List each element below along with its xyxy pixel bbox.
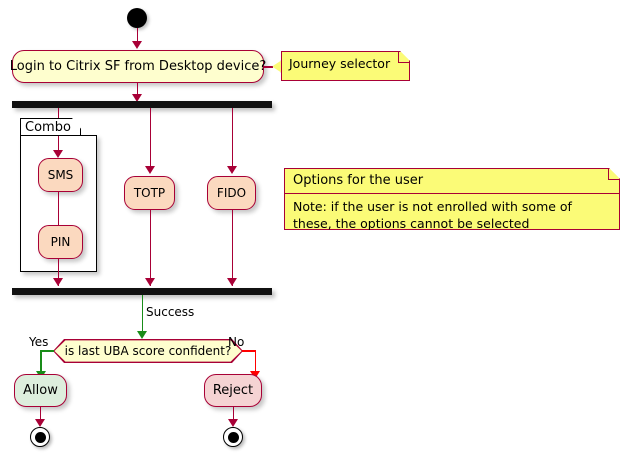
note-options-title: Options for the user	[285, 169, 619, 194]
edge-join-to-decision-arrow	[137, 331, 147, 339]
edge-allow-to-end-line	[39, 407, 41, 422]
edge-no-horizontal	[242, 350, 256, 352]
note-options-for-user: Options for the user Note: if the user i…	[284, 168, 620, 230]
edge-pin-to-join-line	[57, 259, 59, 286]
edge-fork-to-fido-line	[231, 108, 233, 168]
edge-start-to-question-arrow	[132, 41, 142, 49]
activity-allow-label: Allow	[23, 383, 58, 398]
activity-reject[interactable]: Reject	[204, 374, 262, 407]
edge-join-to-decision-line	[141, 295, 143, 333]
activity-sms[interactable]: SMS	[38, 158, 83, 192]
activity-reject-label: Reject	[212, 383, 254, 398]
fork-bar	[12, 101, 272, 108]
edge-yes-vertical	[40, 350, 42, 376]
note-journey-anchor	[272, 60, 282, 73]
edge-fork-to-fido-arrow	[227, 166, 237, 174]
decision-label-wrap: is last UBA score confident?	[54, 340, 241, 361]
edge-reject-to-end-line	[232, 407, 234, 422]
partition-combo-tab: Combo	[20, 118, 81, 136]
edge-question-to-fork-line	[136, 83, 138, 97]
note-options-body: Note: if the user is not enrolled with s…	[293, 199, 572, 231]
decision-uba-score[interactable]: is last UBA score confident?	[53, 339, 243, 363]
edge-label-success: Success	[146, 305, 195, 319]
note-options-fold-corner-icon	[608, 169, 619, 180]
edge-start-to-question-line	[136, 28, 138, 42]
edge-yes-horizontal	[40, 350, 54, 352]
note-journey-selector-body: Journey selector	[289, 56, 391, 71]
edge-fork-to-sms-arrow	[53, 150, 63, 158]
edge-fido-to-join-line	[231, 210, 233, 286]
activity-fido-label: FIDO	[216, 186, 247, 200]
activity-totp-label: TOTP	[133, 186, 166, 200]
partition-combo-label: Combo	[25, 119, 71, 135]
activity-sms-label: SMS	[47, 168, 74, 182]
edge-sms-to-pin-line	[57, 192, 59, 225]
decision-label: is last UBA score confident?	[64, 344, 232, 358]
activity-totp[interactable]: TOTP	[124, 176, 175, 210]
end-node-reject	[223, 427, 243, 447]
edge-no-vertical	[254, 350, 256, 376]
note-journey-selector: Journey selector	[281, 51, 410, 81]
join-bar	[12, 288, 272, 295]
edge-label-yes: Yes	[29, 335, 49, 349]
activity-pin-label: PIN	[50, 235, 71, 249]
edge-allow-to-end-arrow	[35, 419, 45, 427]
edge-pin-to-join-arrow	[53, 278, 63, 286]
activity-fido[interactable]: FIDO	[207, 176, 256, 210]
note-journey-connector	[264, 66, 273, 68]
edge-totp-to-join-arrow	[145, 278, 155, 286]
activity-journey-question[interactable]: Login to Citrix SF from Desktop device?	[9, 50, 267, 83]
edge-label-no: No	[228, 335, 245, 349]
edge-reject-to-end-arrow	[228, 419, 238, 427]
edge-fork-to-totp-line	[149, 108, 151, 168]
edge-question-to-fork-arrow	[132, 94, 142, 102]
end-node-allow	[30, 427, 50, 447]
edge-fork-to-totp-arrow	[145, 166, 155, 174]
edge-fido-to-join-arrow	[227, 278, 237, 286]
note-fold-corner-icon	[398, 52, 409, 63]
edge-totp-to-join-line	[149, 210, 151, 286]
start-node	[127, 8, 147, 28]
activity-pin[interactable]: PIN	[38, 225, 83, 259]
activity-journey-question-label: Login to Citrix SF from Desktop device?	[9, 59, 267, 74]
activity-allow[interactable]: Allow	[14, 374, 67, 407]
